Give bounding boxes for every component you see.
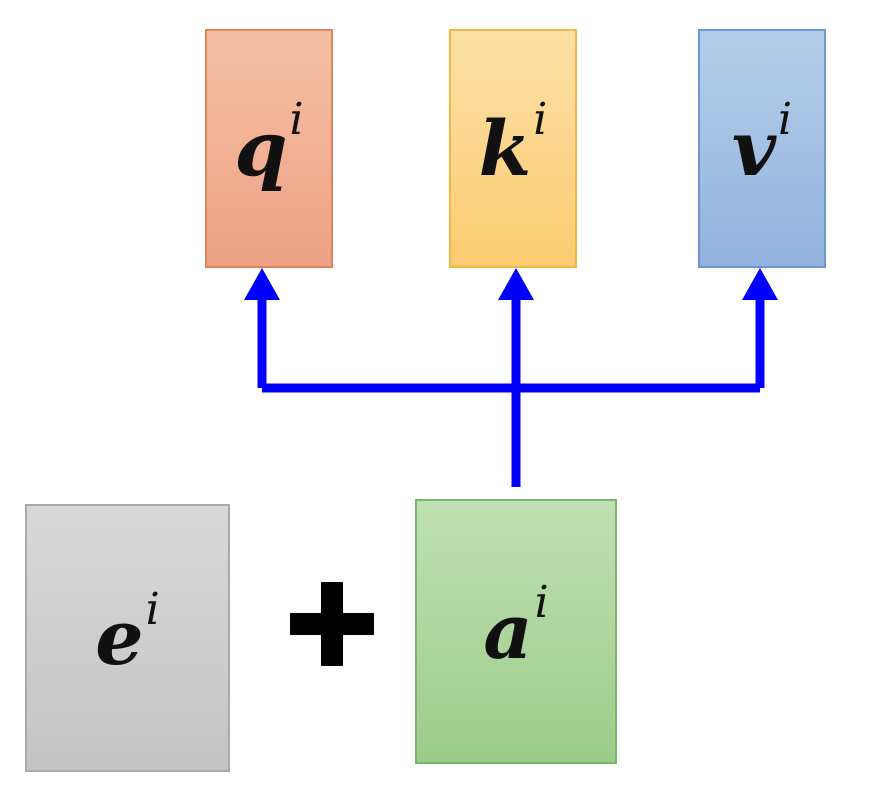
arrow-head-q [244,268,280,300]
key-symbol: ki [478,94,548,193]
arrow-head-k [498,268,534,300]
query-box: qi [205,29,333,268]
value-superscript: i [778,94,793,146]
value-box: vi [698,29,826,268]
key-box: ki [449,29,577,268]
arrow-head-v [742,268,778,300]
embedding-symbol: ai [483,577,549,676]
query-superscript: i [289,94,304,146]
value-symbol: vi [731,94,793,193]
positional-encoding-box: ei [25,504,230,772]
embedding-superscript: i [534,577,549,629]
input-embedding-box: ai [415,499,617,764]
encoding-superscript: i [145,583,160,635]
query-symbol: qi [234,94,304,193]
encoding-symbol: ei [95,583,160,682]
plus-icon [290,582,374,666]
key-superscript: i [533,94,548,146]
